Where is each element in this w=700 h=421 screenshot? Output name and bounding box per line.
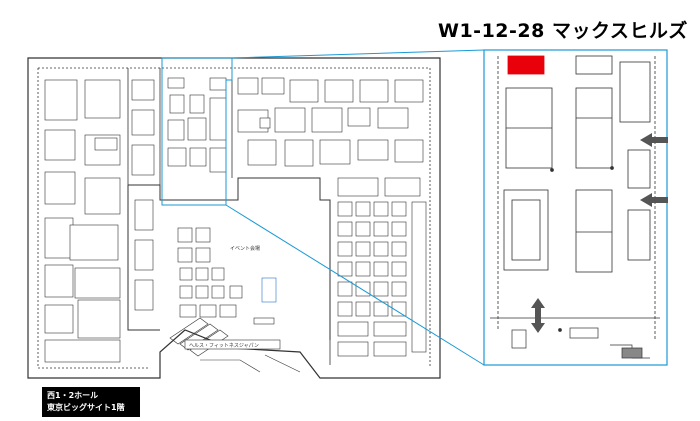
booth-blocks-top <box>167 77 424 173</box>
detail-view <box>483 49 668 366</box>
page-title: W1-12-28 マックスヒルズ <box>438 20 688 42</box>
arrow-updown-icon <box>531 298 545 333</box>
arrow-left-icon <box>640 193 668 207</box>
zoom-region-outline <box>161 49 485 366</box>
booth-blocks-left <box>44 79 155 363</box>
event-area <box>177 227 277 325</box>
booth-blocks-right <box>259 117 427 357</box>
event-venue-label: イベント会場 <box>230 245 260 252</box>
entrance-ramps <box>169 317 301 373</box>
arrow-left-icon <box>640 133 668 147</box>
legend-line-2: 東京ビッグサイト1階 <box>47 403 125 412</box>
hall-legend: 西1・2ホール 東京ビッグサイト1階 <box>42 387 140 417</box>
legend-line-1: 西1・2ホール <box>47 391 99 400</box>
health-fitness-label: ヘルス・フィットネスジャパン <box>189 343 259 349</box>
highlighted-booth[interactable] <box>507 55 545 75</box>
